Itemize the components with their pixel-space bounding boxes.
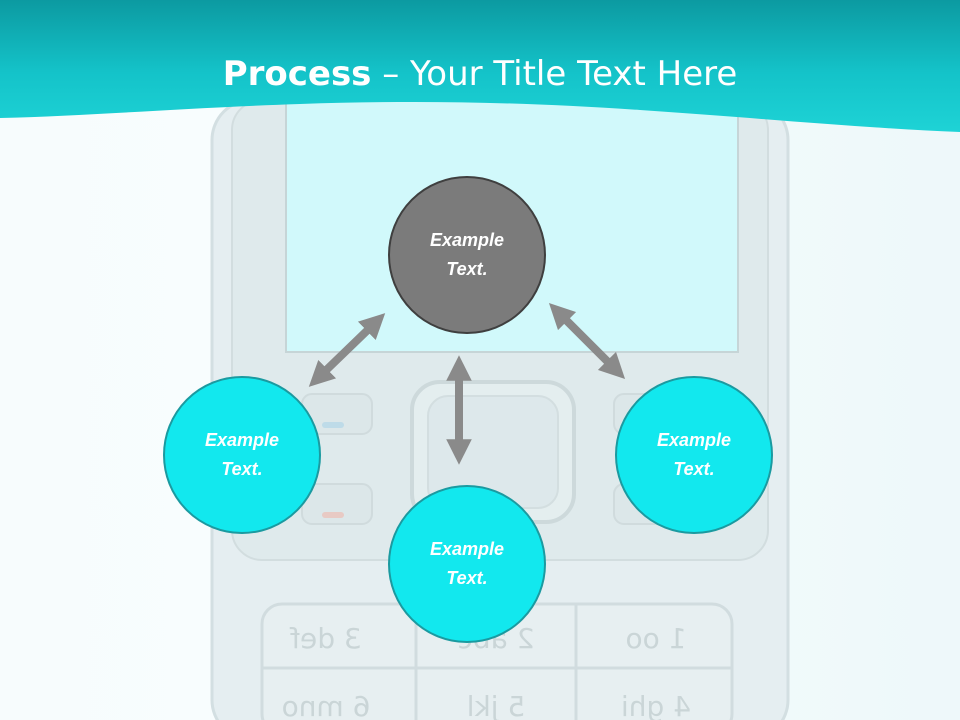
title-rest: – Your Title Text Here: [371, 54, 738, 94]
node-center-label: Example Text.: [429, 230, 505, 279]
key-label-5: 5 jkl: [467, 690, 526, 720]
slide-title: Process – Your Title Text Here: [0, 52, 960, 96]
title-bold: Process: [222, 54, 372, 94]
key-label-6: 6 mno: [282, 690, 371, 720]
process-node-bottom: Example Text.: [388, 485, 546, 643]
key-label-3: 3 def: [289, 622, 362, 655]
process-node-right: Example Text.: [615, 376, 773, 534]
phone-key-led-red: [322, 512, 344, 518]
process-node-left: Example Text.: [163, 376, 321, 534]
key-label-4: 4 ghi: [621, 690, 691, 720]
arrow-center-right: [548, 302, 626, 380]
node-bottom-label: Example Text.: [429, 539, 505, 588]
node-right-label: Example Text.: [656, 430, 732, 479]
key-label-1: 1 oo: [626, 622, 687, 655]
phone-keypad: [260, 602, 734, 720]
phone-key-led-blue: [322, 422, 344, 428]
process-node-center: Example Text.: [388, 176, 546, 334]
node-left-label: Example Text.: [204, 430, 280, 479]
header-banner: [0, 0, 960, 132]
arrow-left-center: [308, 313, 386, 387]
